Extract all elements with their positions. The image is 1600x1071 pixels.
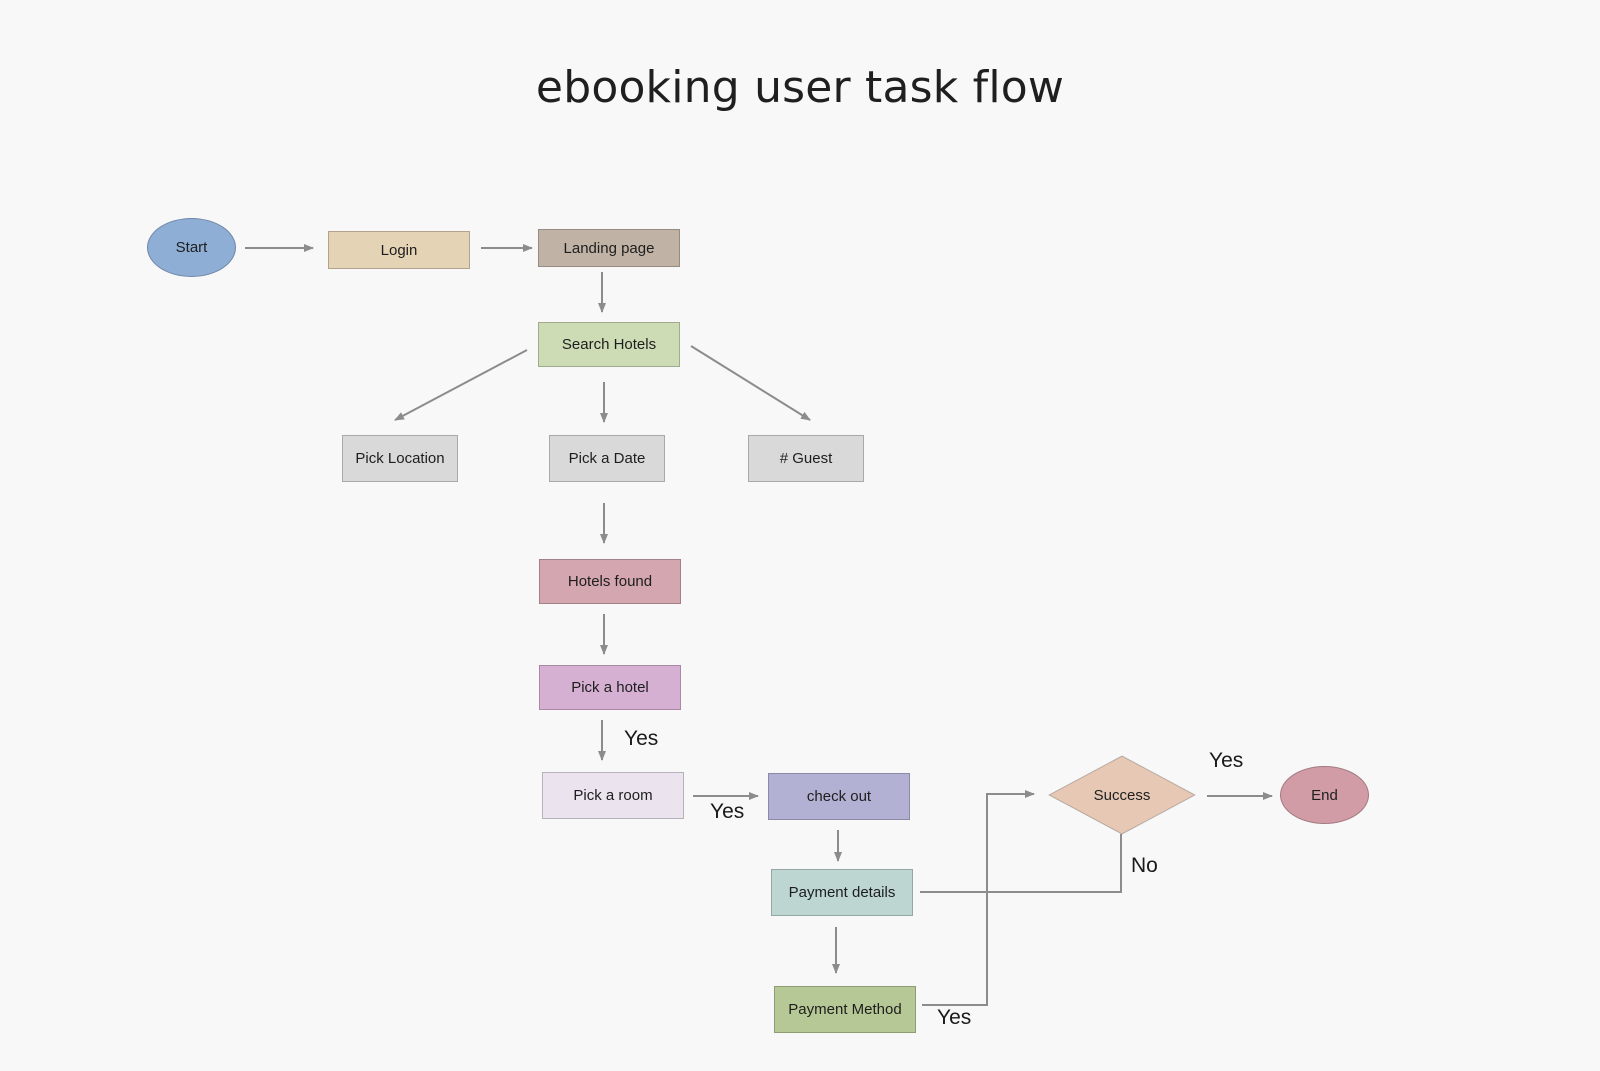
start-node: Start xyxy=(147,218,236,277)
success-label: Success xyxy=(1093,786,1151,804)
pick-date-node: Pick a Date xyxy=(549,435,665,482)
hotels-found-node: Hotels found xyxy=(539,559,681,604)
payment-details-label: Payment details xyxy=(788,884,896,901)
guest-label: # Guest xyxy=(779,450,833,467)
edge-search-guest xyxy=(690,345,811,421)
edge-label-room-checkout: Yes xyxy=(710,800,745,823)
pick-hotel-node: Pick a hotel xyxy=(539,665,681,710)
check-out-label: check out xyxy=(806,788,872,805)
start-label: Start xyxy=(175,239,208,256)
success-diamond xyxy=(1048,755,1196,835)
page-title: ebooking user task flow xyxy=(535,62,1065,113)
payment-method-label: Payment Method xyxy=(788,1001,902,1018)
end-label: End xyxy=(1311,786,1338,804)
check-out-node: check out xyxy=(768,773,910,820)
pick-date-label: Pick a Date xyxy=(568,450,646,467)
edge-label-method-success: Yes xyxy=(937,1006,972,1029)
edge-search-location xyxy=(394,349,528,421)
pick-hotel-label: Pick a hotel xyxy=(571,679,649,696)
edge-success-details xyxy=(920,834,1122,893)
pick-room-label: Pick a room xyxy=(573,787,653,804)
end-node: End xyxy=(1280,766,1369,824)
pick-location-label: Pick Location xyxy=(355,450,445,467)
landing-page-label: Landing page xyxy=(563,239,655,257)
success-decision-node: Success xyxy=(1048,755,1196,835)
hotels-found-label: Hotels found xyxy=(567,573,653,590)
landing-page-node: Landing page xyxy=(538,229,680,267)
search-hotels-node: Search Hotels xyxy=(538,322,680,367)
payment-method-node: Payment Method xyxy=(774,986,916,1033)
pick-location-node: Pick Location xyxy=(342,435,458,482)
login-label: Login xyxy=(380,241,418,259)
login-node: Login xyxy=(328,231,470,269)
edge-label-success-no: No xyxy=(1131,854,1158,877)
edge-method-success xyxy=(922,790,1035,1006)
pick-room-node: Pick a room xyxy=(542,772,684,819)
diamond-shape xyxy=(1048,755,1196,835)
edge-label-success-end: Yes xyxy=(1209,749,1244,772)
edge-label-hotel-room: Yes xyxy=(624,727,659,750)
payment-details-node: Payment details xyxy=(771,869,913,916)
guest-node: # Guest xyxy=(748,435,864,482)
search-hotels-label: Search Hotels xyxy=(561,336,657,353)
